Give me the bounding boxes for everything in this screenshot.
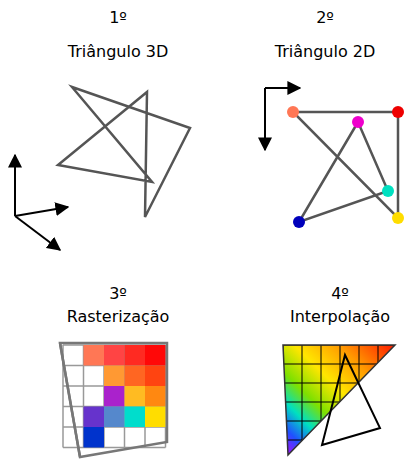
step-number: 2º xyxy=(316,9,334,27)
axes-2d xyxy=(265,88,300,150)
step-number: 3º xyxy=(109,285,127,303)
interpolated-triangle xyxy=(280,340,400,459)
axes-3d xyxy=(15,155,68,250)
step-title: Triângulo 2D xyxy=(275,43,376,61)
step-title: Rasterização xyxy=(67,308,170,326)
step-number: 1º xyxy=(109,9,127,27)
step-title: Interpolação xyxy=(290,308,390,326)
vertex-dots xyxy=(287,106,404,228)
raster-grid xyxy=(60,343,167,457)
triangle-3d xyxy=(58,87,190,217)
triangle-2d xyxy=(293,112,398,222)
step-number: 4º xyxy=(331,285,349,303)
step-title: Triângulo 3D xyxy=(68,43,169,61)
